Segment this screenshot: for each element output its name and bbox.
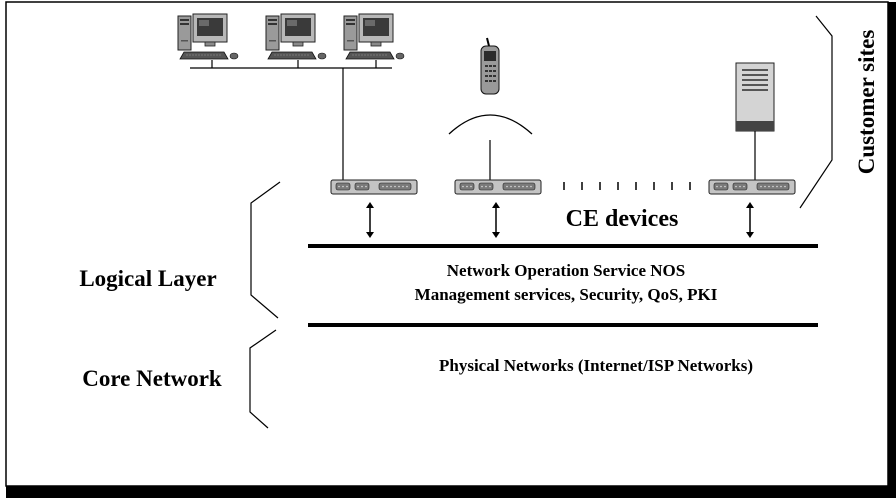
- nos-title: Network Operation Service NOS: [447, 261, 685, 280]
- nos-services: Management services, Security, QoS, PKI: [415, 285, 718, 304]
- customer-sites-label: Customer sites: [854, 30, 879, 175]
- server-tower-icon: [735, 62, 775, 132]
- double-arrow: [365, 201, 375, 239]
- mobile-phone-icon: [480, 37, 500, 95]
- ce-router-icon: [330, 179, 418, 195]
- desktop-computer-icon: [177, 13, 239, 60]
- ce-device-ellipsis: [563, 182, 691, 190]
- right-band: [888, 2, 896, 498]
- desktop-computer-icon: [265, 13, 327, 60]
- ce-router-icon: [708, 179, 796, 195]
- physical-networks-label: Physical Networks (Internet/ISP Networks…: [439, 356, 753, 375]
- core-network-label: Core Network: [82, 366, 222, 391]
- wireless-signal-arc: [448, 114, 533, 135]
- ce-devices-label: CE devices: [566, 206, 679, 232]
- bottom-band: [6, 486, 896, 498]
- desktop-computer-icon: [343, 13, 405, 60]
- logical-layer-label: Logical Layer: [79, 266, 216, 291]
- customer-sites-brace: [799, 15, 833, 209]
- ce-router-icon: [454, 179, 542, 195]
- core-network-brace: [249, 329, 277, 429]
- double-arrow: [491, 201, 501, 239]
- lan-bus: [190, 60, 392, 180]
- logical-layer-brace: [250, 181, 281, 319]
- double-arrow: [745, 201, 755, 239]
